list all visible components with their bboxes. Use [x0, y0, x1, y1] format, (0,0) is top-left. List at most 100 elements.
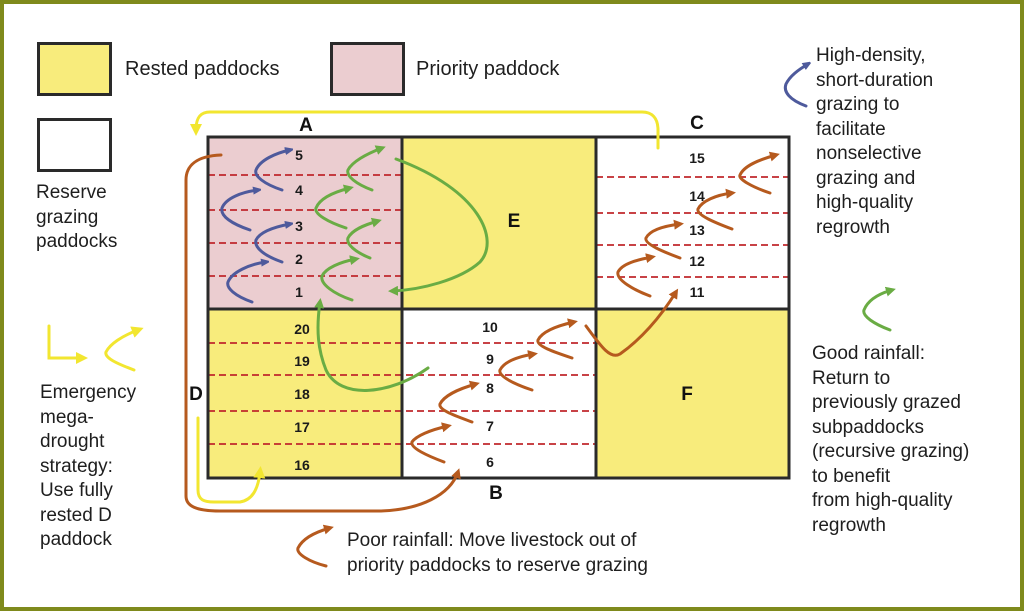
paddock-label-F: F	[681, 384, 693, 405]
brown-A-to-B-arrow	[184, 153, 461, 513]
note-line: regrowth	[816, 216, 890, 238]
note-line: rested D	[40, 504, 112, 526]
legend-yellow-arrow	[104, 326, 144, 372]
note-line: Emergency	[40, 382, 137, 403]
brown-arrows	[184, 151, 780, 568]
legend-brown-arrow	[296, 524, 334, 568]
brown-arrow	[738, 151, 780, 195]
note-line: short-duration	[816, 69, 934, 91]
yellow-D-emergency-arrow	[196, 416, 266, 504]
note-line: grazing and	[816, 167, 916, 189]
blue-arrow	[220, 190, 258, 232]
subpaddock-10: 10	[482, 319, 498, 335]
brown-arrow	[498, 350, 538, 392]
paddock-label-A: A	[299, 115, 313, 136]
note-line: (recursive grazing)	[812, 441, 970, 462]
subpaddock-7: 7	[486, 418, 494, 434]
subpaddock-16: 16	[294, 457, 310, 473]
legend-label-priority: Priority paddock	[416, 58, 560, 80]
note-line: facilitate	[816, 118, 886, 140]
legend-blue-arrow	[783, 64, 808, 108]
green-arrows	[314, 145, 896, 392]
subpaddock-4: 4	[295, 182, 303, 198]
green-B-to-A-arrow	[314, 298, 430, 392]
note-line: grazing to	[816, 94, 900, 115]
green-arrow	[346, 217, 382, 260]
note-line: priority paddocks to reserve grazing	[347, 554, 648, 576]
reserve-line-1: Reserve	[36, 182, 107, 203]
green-arrow	[320, 255, 360, 302]
brown-B-to-C-arrow	[584, 288, 679, 357]
note-line: to benefit	[812, 465, 891, 487]
subpaddock-numbers-D: 20 19 18 17 16	[294, 321, 310, 473]
blue-arrow	[226, 262, 266, 304]
legend-yellow-bent-arrow	[47, 324, 88, 364]
brown-arrow	[410, 422, 452, 464]
reserve-line-2: grazing	[36, 206, 99, 228]
paddock-grid	[206, 135, 791, 480]
note-line: high-quality	[816, 192, 914, 213]
note-line: High-density,	[816, 45, 926, 66]
subpaddock-8: 8	[486, 380, 494, 396]
paddock-B	[402, 309, 596, 478]
paddock-label-D: D	[189, 384, 203, 405]
subpaddock-19: 19	[294, 353, 310, 369]
subpaddock-11: 11	[690, 284, 705, 300]
subpaddock-numbers-C: 15 14 13 12 11	[689, 150, 705, 300]
legend-swatch-reserve	[37, 118, 112, 172]
subpaddock-17: 17	[294, 419, 310, 435]
subpaddock-18: 18	[294, 386, 310, 402]
subpaddock-3: 3	[295, 218, 303, 234]
note-line: Good rainfall:	[812, 343, 926, 364]
note-green-arrow: Good rainfall: Return to previously graz…	[812, 342, 969, 538]
subpaddock-numbers-B: 10 9 8 7 6	[482, 319, 498, 470]
note-line: Poor rainfall: Move livestock out of	[347, 530, 637, 551]
subpaddock-numbers-A: 5 4 3 2 1	[295, 147, 303, 300]
subpaddock-12: 12	[689, 253, 705, 269]
note-line: regrowth	[812, 514, 886, 536]
note-line: from high-quality	[812, 490, 953, 511]
yellow-C-to-A-arrow	[190, 110, 660, 150]
legend-label-rested: Rested paddocks	[125, 58, 280, 80]
note-yellow-arrow: Emergency mega- drought strategy: Use fu…	[40, 381, 136, 553]
legend-label-reserve: Reserve grazing paddocks	[36, 181, 117, 255]
note-line: strategy:	[40, 455, 113, 477]
brown-arrow	[438, 380, 480, 424]
legend-green-arrow	[862, 286, 896, 332]
legend-swatch-priority	[330, 42, 405, 96]
subpaddock-6: 6	[486, 454, 494, 470]
note-line: previously grazed	[812, 392, 961, 413]
paddock-E	[402, 137, 596, 309]
paddock-label-C: C	[690, 113, 704, 134]
brown-arrow	[696, 188, 736, 231]
subpaddock-15: 15	[689, 150, 705, 166]
paddock-F	[596, 309, 789, 478]
note-line: mega-	[40, 406, 94, 428]
note-line: subpaddocks	[812, 416, 924, 438]
green-arrow	[346, 145, 386, 192]
blue-arrow	[254, 224, 290, 264]
legend-swatch-rested	[37, 42, 112, 96]
brown-arrow	[644, 219, 684, 260]
subpaddock-13: 13	[689, 222, 705, 238]
note-blue-arrow: High-density, short-duration grazing to …	[816, 44, 933, 240]
reserve-line-3: paddocks	[36, 231, 118, 252]
note-brown-arrow: Poor rainfall: Move livestock out of pri…	[347, 529, 648, 578]
note-line: Use fully	[40, 480, 113, 501]
subpaddock-2: 2	[295, 251, 303, 267]
brown-arrow	[616, 253, 656, 298]
paddock-D	[208, 309, 402, 478]
note-line: paddock	[40, 529, 112, 550]
subpaddock-9: 9	[486, 351, 494, 367]
paddock-C	[596, 137, 789, 309]
green-return-arrow	[388, 157, 489, 296]
note-line: drought	[40, 431, 105, 452]
subpaddock-5: 5	[295, 147, 303, 163]
brown-arrow	[536, 318, 578, 360]
paddock-label-E: E	[508, 211, 521, 232]
blue-arrows	[220, 64, 808, 304]
subpaddock-20: 20	[294, 321, 310, 337]
subpaddock-1: 1	[295, 284, 303, 300]
